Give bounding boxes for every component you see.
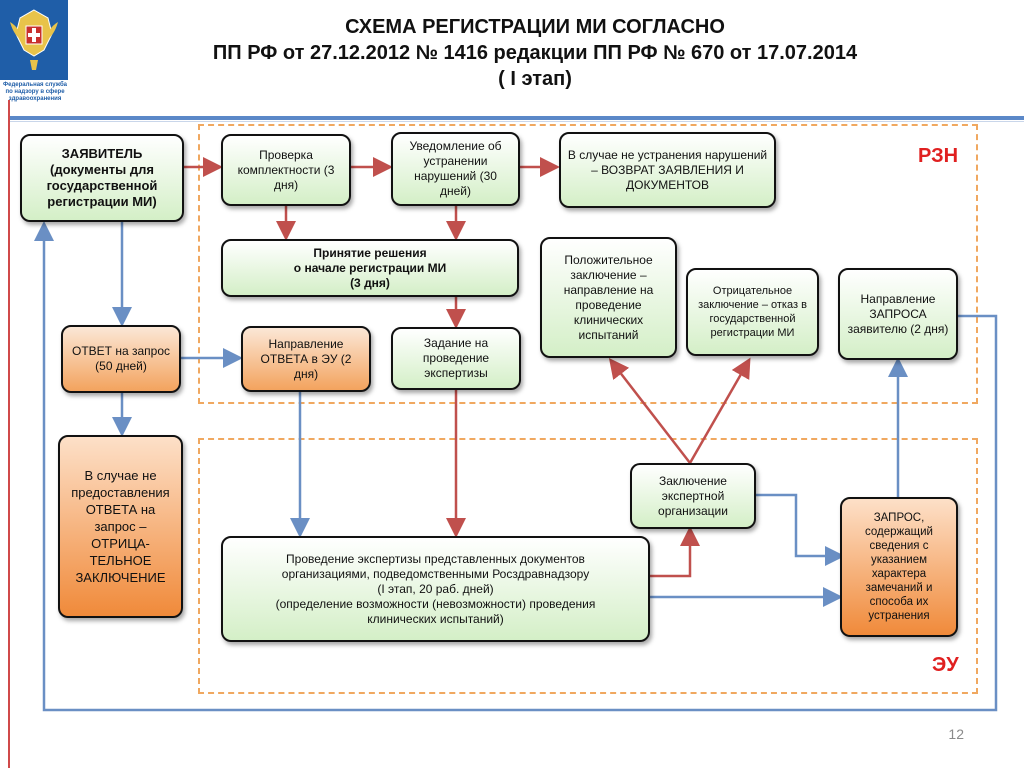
rzn-emblem-logo xyxy=(0,0,68,80)
box-eu-request-text: ЗАПРОС, содержащий сведения с указанием … xyxy=(865,512,933,622)
box-expertise-line3: (I этап, 20 раб. дней) xyxy=(377,581,494,596)
header-divider-thin xyxy=(8,121,1024,122)
box-expertise-task-text: Задание на проведение экспертизы xyxy=(422,336,490,380)
region-rzn xyxy=(198,124,978,404)
box-negative-conclusion-text: Отрицательное заключение – отказ в госуд… xyxy=(698,285,807,339)
box-answer: ОТВЕТ на запрос (50 дней) xyxy=(61,325,181,393)
arrow-loop-to-applicant xyxy=(34,221,998,712)
box-violation-notice-text: Уведомление об устранении нарушений (30 … xyxy=(409,139,502,198)
box-request-direction: Направление ЗАПРОСА заявителю (2 дня) xyxy=(838,268,958,360)
slide-title: СХЕМА РЕГИСТРАЦИИ МИ СОГЛАСНО ПП РФ от 2… xyxy=(120,14,950,92)
box-expertise-task: Задание на проведение экспертизы xyxy=(391,327,521,390)
region-eu xyxy=(198,438,978,694)
box-expertise: Проведение экспертизы представленных док… xyxy=(221,536,650,642)
logo-caption: Федеральная служба по надзору в сфере зд… xyxy=(2,82,67,102)
box-answer-direction-text: Направление ОТВЕТА в ЭУ (2 дня) xyxy=(260,336,352,381)
arrow-conclusion-to-negative xyxy=(688,357,751,464)
box-answer-text: ОТВЕТ на запрос (50 дней) xyxy=(72,344,170,373)
box-answer-direction: Направление ОТВЕТА в ЭУ (2 дня) xyxy=(241,326,371,392)
box-registration-decision-line2: о начале регистрации МИ xyxy=(293,260,447,275)
box-positive-conclusion-text: Положительное заключение – направление н… xyxy=(563,252,654,342)
box-no-answer-text: В случае не предоставления ОТВЕТА на зап… xyxy=(71,468,170,585)
box-completeness-check-text: Проверка комплектности (3 дня) xyxy=(237,147,335,192)
box-applicant-text: ЗАЯВИТЕЛЬ (документы для государственной… xyxy=(46,146,158,209)
box-completeness-check: Проверка комплектности (3 дня) xyxy=(221,134,351,206)
box-return-documents-text: В случае не устранения нарушений – ВОЗВР… xyxy=(567,147,768,192)
box-applicant: ЗАЯВИТЕЛЬ (документы для государственной… xyxy=(20,134,184,222)
box-violation-notice: Уведомление об устранении нарушений (30 … xyxy=(391,132,520,206)
box-registration-decision-line1: Принятие решения xyxy=(313,245,427,260)
title-line-2: ПП РФ от 27.12.2012 № 1416 редакции ПП Р… xyxy=(212,42,858,64)
page-number: 12 xyxy=(948,726,964,742)
title-line-3: ( I этап) xyxy=(498,68,572,90)
box-positive-conclusion: Положительное заключение – направление н… xyxy=(540,237,677,358)
box-negative-conclusion: Отрицательное заключение – отказ в госуд… xyxy=(686,268,819,356)
box-expert-conclusion: Заключение экспертной организации xyxy=(630,463,756,529)
box-expertise-line1: Проведение экспертизы представленных док… xyxy=(286,551,585,566)
region-eu-label: ЭУ xyxy=(932,654,959,676)
arrow-conclusion-to-request xyxy=(756,493,845,566)
header-divider xyxy=(8,116,1024,120)
box-registration-decision-line3: (3 дня) xyxy=(350,275,390,290)
box-expertise-line5: клинических испытаний) xyxy=(367,611,504,626)
box-expert-conclusion-text: Заключение экспертной организации xyxy=(658,473,728,518)
box-eu-request: ЗАПРОС, содержащий сведения с указанием … xyxy=(840,497,958,637)
arrow-conclusion-to-positive xyxy=(608,358,691,464)
box-return-documents: В случае не устранения нарушений – ВОЗВР… xyxy=(559,132,776,208)
title-line-1: СХЕМА РЕГИСТРАЦИИ МИ СОГЛАСНО xyxy=(345,16,725,38)
box-no-answer: В случае не предоставления ОТВЕТА на зап… xyxy=(58,435,183,618)
region-rzn-label: РЗН xyxy=(918,145,959,167)
arrow-exam-to-conclusion xyxy=(650,526,700,578)
box-expertise-line4: (определение возможности (невозможности)… xyxy=(275,596,596,611)
box-request-direction-text: Направление ЗАПРОСА заявителю (2 дня) xyxy=(847,291,949,336)
box-registration-decision: Принятие решения о начале регистрации МИ… xyxy=(221,239,519,297)
box-expertise-line2: организациями, подведомственными Росздра… xyxy=(281,566,590,581)
left-red-line xyxy=(8,100,10,768)
